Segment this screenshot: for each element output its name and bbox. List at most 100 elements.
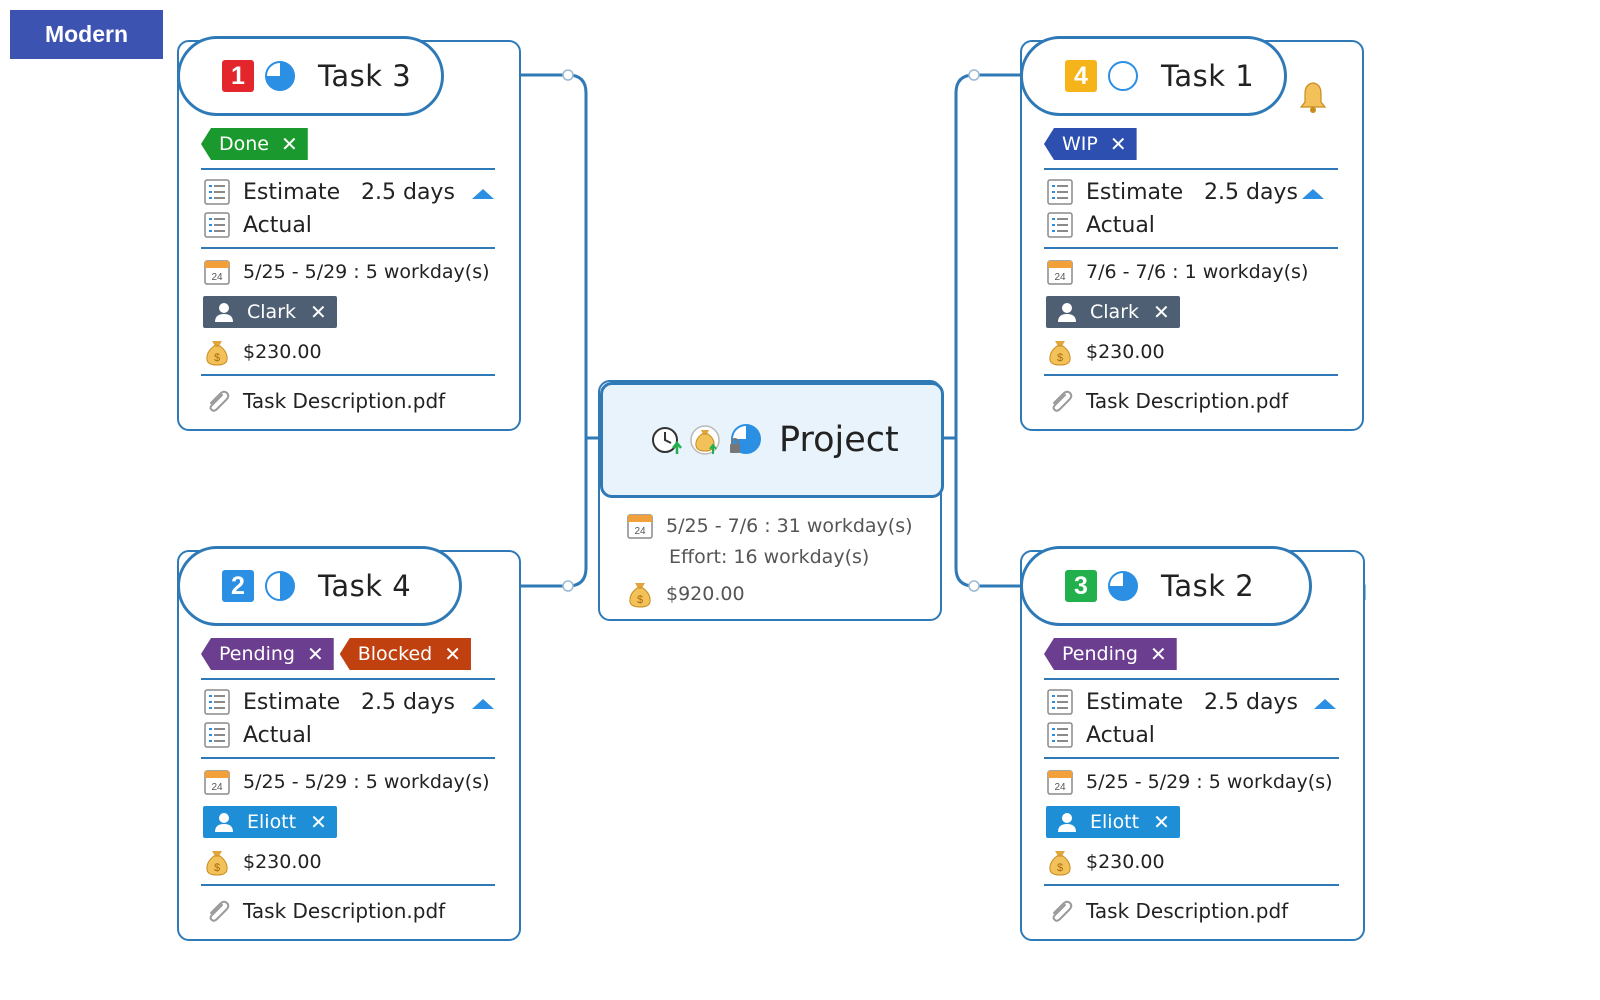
list-icon	[204, 722, 230, 748]
close-icon[interactable]: ✕	[1149, 642, 1167, 666]
caret-up-icon[interactable]	[1314, 699, 1336, 709]
task-title: Task 1	[1161, 59, 1255, 93]
caret-up-icon[interactable]	[1302, 189, 1324, 199]
money-bag-icon: $	[206, 341, 228, 366]
estimate-value[interactable]: 2.5 days	[1204, 180, 1298, 205]
actual-label: Actual	[1086, 212, 1155, 238]
attachment-name[interactable]: Task Description.pdf	[243, 899, 446, 923]
bell-icon[interactable]	[1298, 80, 1328, 114]
resource-tag[interactable]: Clark ✕	[203, 296, 337, 328]
divider	[201, 168, 495, 170]
calendar-icon: 24	[1047, 770, 1073, 795]
tag-pending[interactable]: Pending ✕	[1044, 638, 1177, 670]
svg-text:24: 24	[634, 526, 646, 537]
tag-label: WIP	[1062, 133, 1098, 155]
close-icon[interactable]: ✕	[310, 300, 327, 324]
progress-quarter-icon	[265, 61, 295, 91]
tag-wip[interactable]: WIP ✕	[1044, 128, 1137, 160]
actual-row: Actual	[203, 721, 312, 749]
close-icon[interactable]: ✕	[306, 642, 324, 666]
caret-up-icon[interactable]	[472, 699, 494, 709]
calendar-icon: 24	[1047, 260, 1073, 285]
attachment-row[interactable]: Task Description.pdf	[203, 387, 445, 415]
estimate-row: Estimate	[1046, 688, 1183, 716]
divider	[1044, 247, 1338, 249]
cost-value: $230.00	[243, 341, 322, 363]
divider	[201, 678, 495, 680]
cost-row: $ $230.00	[1046, 848, 1165, 876]
svg-text:$: $	[1057, 352, 1063, 364]
tag-label: Pending	[219, 643, 295, 665]
close-icon[interactable]: ✕	[281, 132, 298, 156]
project-cost: $920.00	[666, 583, 745, 605]
estimate-row: Estimate	[203, 178, 340, 206]
estimate-label: Estimate	[243, 179, 341, 205]
money-bag-icon: $	[1049, 341, 1071, 366]
date-row: 24 5/25 - 5/29 : 5 workday(s)	[203, 768, 490, 796]
task-header-task1[interactable]: 4 Task 1	[1020, 36, 1287, 116]
tag-pending[interactable]: Pending ✕	[201, 638, 334, 670]
list-icon	[1047, 179, 1073, 205]
svg-text:24: 24	[1054, 272, 1066, 283]
tag-blocked[interactable]: Blocked ✕	[339, 638, 471, 670]
calendar-icon: 24	[204, 770, 230, 795]
close-icon[interactable]: ✕	[310, 810, 327, 834]
resource-name: Eliott	[1090, 811, 1140, 833]
resource-tag[interactable]: Eliott ✕	[203, 806, 337, 838]
progress-half-icon	[265, 571, 295, 601]
cost-value: $230.00	[1086, 341, 1165, 363]
divider	[201, 884, 495, 886]
project-date-row: 24 5/25 - 7/6 : 31 workday(s)	[626, 512, 913, 540]
attachment-row[interactable]: Task Description.pdf	[1046, 897, 1288, 925]
close-icon[interactable]: ✕	[1109, 132, 1127, 156]
estimate-value[interactable]: 2.5 days	[1204, 690, 1298, 715]
theme-badge[interactable]: Modern	[10, 10, 163, 59]
actual-label: Actual	[243, 722, 312, 748]
task-header-task4[interactable]: 2 Task 4	[177, 546, 462, 626]
task-header-task2[interactable]: 3 Task 2	[1020, 546, 1312, 626]
svg-text:$: $	[637, 594, 643, 606]
resource-name: Clark	[1090, 301, 1140, 323]
project-header[interactable]: Project	[600, 382, 944, 498]
close-icon[interactable]: ✕	[1153, 810, 1170, 834]
resource-tag[interactable]: Clark ✕	[1046, 296, 1180, 328]
svg-text:$: $	[214, 352, 220, 364]
attachment-name[interactable]: Task Description.pdf	[1086, 899, 1289, 923]
resource-tag[interactable]: Eliott ✕	[1046, 806, 1180, 838]
caret-up-icon[interactable]	[472, 189, 494, 199]
person-icon	[215, 813, 233, 832]
cost-row: $ $230.00	[203, 338, 322, 366]
list-icon	[1047, 722, 1073, 748]
date-range: 7/6 - 7/6 : 1 workday(s)	[1086, 261, 1309, 283]
svg-text:$: $	[1057, 862, 1063, 874]
divider	[201, 757, 495, 759]
person-icon	[1058, 303, 1076, 322]
attachment-name[interactable]: Task Description.pdf	[1086, 389, 1289, 413]
divider	[1044, 757, 1339, 759]
paperclip-icon	[1052, 900, 1073, 922]
estimate-value[interactable]: 2.5 days	[361, 180, 455, 205]
attachment-name[interactable]: Task Description.pdf	[243, 389, 446, 413]
attachment-row[interactable]: Task Description.pdf	[203, 897, 445, 925]
actual-row: Actual	[1046, 211, 1155, 239]
calendar-icon: 24	[204, 260, 230, 285]
date-range: 5/25 - 5/29 : 5 workday(s)	[243, 771, 490, 793]
person-icon	[1058, 813, 1076, 832]
task-header-task3[interactable]: 1 Task 3	[177, 36, 444, 116]
actual-row: Actual	[203, 211, 312, 239]
tag-done[interactable]: Done ✕	[201, 128, 308, 160]
clock-up-icon	[652, 427, 682, 454]
project-date-range: 5/25 - 7/6 : 31 workday(s)	[666, 515, 913, 537]
close-icon[interactable]: ✕	[1153, 300, 1170, 324]
actual-label: Actual	[243, 212, 312, 238]
date-row: 24 7/6 - 7/6 : 1 workday(s)	[1046, 258, 1308, 286]
actual-row: Actual	[1046, 721, 1155, 749]
progress-three-quarter-icon	[1108, 571, 1138, 601]
list-icon	[1047, 212, 1073, 238]
tag-label: Blocked	[357, 643, 433, 665]
project-card[interactable]: Project 24 5/25 - 7/6 : 31 workday(s) Ef…	[598, 380, 944, 621]
money-bag-icon: $	[206, 851, 228, 876]
close-icon[interactable]: ✕	[444, 642, 461, 666]
estimate-value[interactable]: 2.5 days	[361, 690, 455, 715]
attachment-row[interactable]: Task Description.pdf	[1046, 387, 1288, 415]
